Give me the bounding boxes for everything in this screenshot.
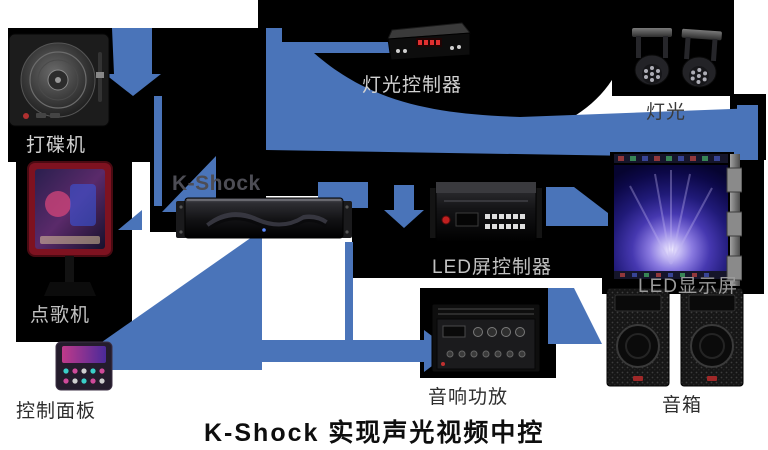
- arrow-amp-line: [345, 242, 353, 342]
- arrow-proc-b: [394, 185, 414, 210]
- control-panel-image: [55, 341, 113, 391]
- amplifier-image: [431, 303, 541, 373]
- arrow-dj-line: [154, 96, 162, 206]
- arrow-light-swoosh: [266, 53, 758, 158]
- light-controller-label: 灯光控制器: [362, 75, 463, 96]
- arrow-amp-speaker: [548, 288, 602, 344]
- stage-lights-label: 灯光: [646, 102, 687, 123]
- led-processor-label: LED屏控制器: [432, 257, 552, 278]
- led-display-image: [610, 152, 742, 286]
- diagram-title: K-Shock 实现声光视频中控: [204, 419, 545, 447]
- arrow-dj-down: [105, 28, 161, 96]
- arrow-kshock-small-triangle: [118, 210, 142, 230]
- control-panel-label: 控制面板: [16, 401, 97, 422]
- dj-player-image: [8, 33, 110, 127]
- speakers-image: [606, 287, 744, 387]
- amplifier-label: 音响功放: [428, 387, 509, 408]
- karaoke-machine-image: [27, 161, 113, 296]
- speakers-label: 音箱: [662, 395, 703, 416]
- light-controller-image: [387, 22, 471, 61]
- dj-player-label: 打碟机: [26, 135, 87, 156]
- arrow-panel-wedge: [62, 230, 262, 370]
- arrow-top-bar: [266, 42, 456, 53]
- karaoke-machine-label: 点歌机: [30, 305, 91, 326]
- k-shock-host-image: [176, 197, 352, 239]
- arrow-right-bar: [737, 105, 758, 160]
- k-shock-label: K-Shock: [172, 172, 261, 195]
- led-display-label: LED显示屏: [638, 276, 738, 297]
- led-processor-image: [430, 181, 542, 243]
- arrow-proc-b-head: [384, 210, 424, 228]
- arrow-proc-display: [546, 187, 608, 226]
- stage-lights-image: [632, 28, 722, 88]
- arrow-amp-band: [262, 340, 424, 362]
- arrow-top-stub: [266, 28, 282, 44]
